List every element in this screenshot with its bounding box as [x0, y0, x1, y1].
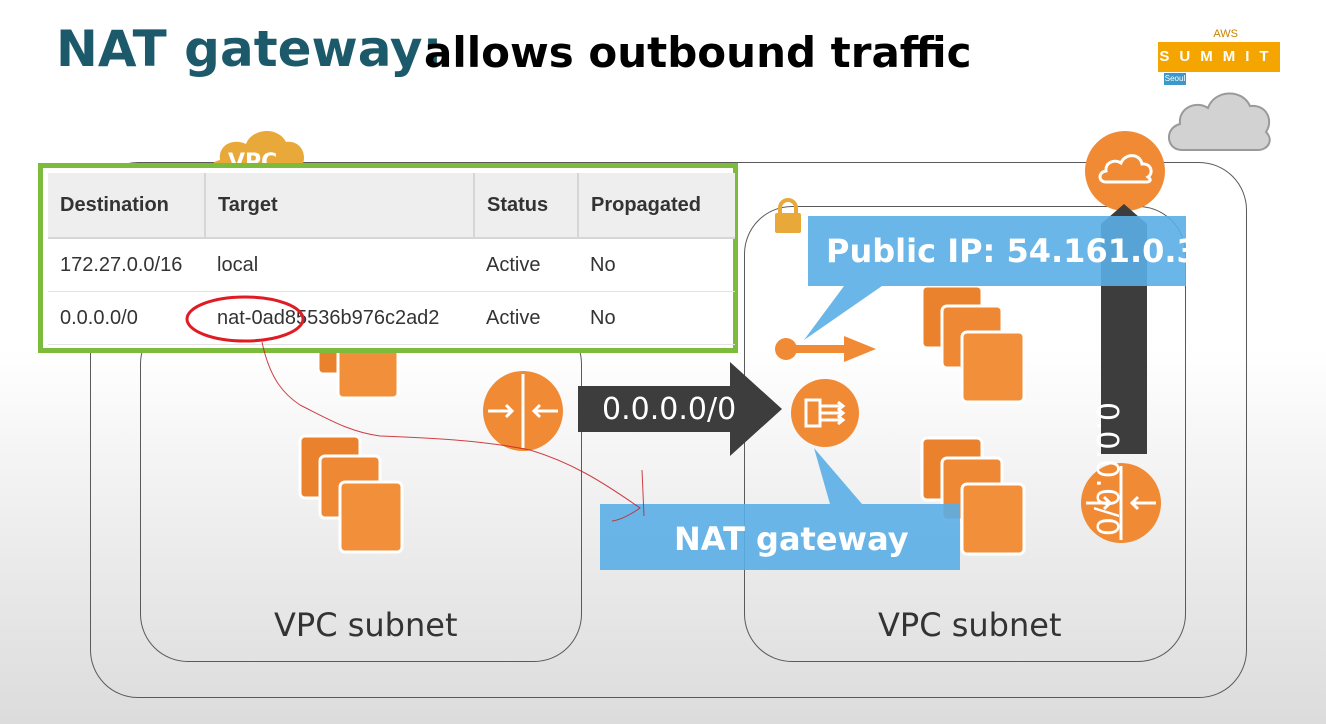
internet-gateway-icon [1085, 131, 1165, 211]
nat-gateway-label: NAT gateway [674, 520, 909, 558]
nat-gateway-icon [791, 379, 859, 447]
middle-arrow-label: 0.0.0.0/0 [602, 392, 737, 427]
internet-cloud-icon [1168, 92, 1271, 151]
instance-stack-icon [920, 284, 1026, 404]
route-table-panel: Destination Target Status Propagated 172… [38, 163, 738, 353]
public-ip-label: Public IP: 54.161.0.39 [826, 232, 1222, 270]
destination-cell: 172.27.0.0/16 [48, 238, 205, 292]
subnet-left-label: VPC subnet [274, 606, 458, 644]
column-destination[interactable]: Destination [48, 173, 206, 239]
propagated-cell: No [578, 238, 735, 292]
instance-stack-icon [316, 346, 400, 400]
aws-summit-logo: AWS SUMMIT Seoul [1158, 28, 1282, 90]
column-target[interactable]: Target [205, 173, 475, 239]
route-arrow-icon [578, 362, 782, 456]
elastic-ip-icon [775, 336, 876, 362]
summit-logo-bar: SUMMIT [1158, 42, 1280, 72]
destination-cell: 0.0.0.0/0 [48, 291, 205, 345]
router-icon [483, 371, 563, 451]
status-cell: Active [474, 238, 578, 292]
subnet-right-label: VPC subnet [878, 606, 1062, 644]
nat-gateway-callout [600, 448, 960, 570]
router-icon [1081, 463, 1161, 543]
nat-gateway-link[interactable]: nat-0ad85536b976c2ad2 [205, 291, 474, 345]
lock-icon [775, 198, 801, 233]
vertical-arrow-label: 0.0.0.0/0 [1089, 402, 1124, 537]
column-status[interactable]: Status [474, 173, 579, 239]
propagated-cell: No [578, 291, 735, 345]
vpc-container [90, 162, 1247, 698]
slide-title: NAT gateway: [56, 20, 443, 78]
column-propagated[interactable]: Propagated [578, 173, 735, 239]
public-ip-callout [804, 216, 1186, 340]
seoul-logo-tag: Seoul [1164, 73, 1186, 85]
target-cell: local [205, 238, 474, 292]
instance-stack-icon [298, 434, 404, 554]
aws-logo-text: AWS [1213, 28, 1238, 40]
table-row[interactable]: 0.0.0.0/0 nat-0ad85536b976c2ad2 Active N… [48, 291, 735, 345]
route-table-header: Destination Target Status Propagated [48, 173, 735, 239]
table-row[interactable]: 172.27.0.0/16 local Active No [48, 238, 735, 292]
status-cell: Active [474, 291, 578, 345]
route-table: Destination Target Status Propagated 172… [48, 173, 735, 345]
slide-subtitle: allows outbound traffic [424, 28, 972, 77]
